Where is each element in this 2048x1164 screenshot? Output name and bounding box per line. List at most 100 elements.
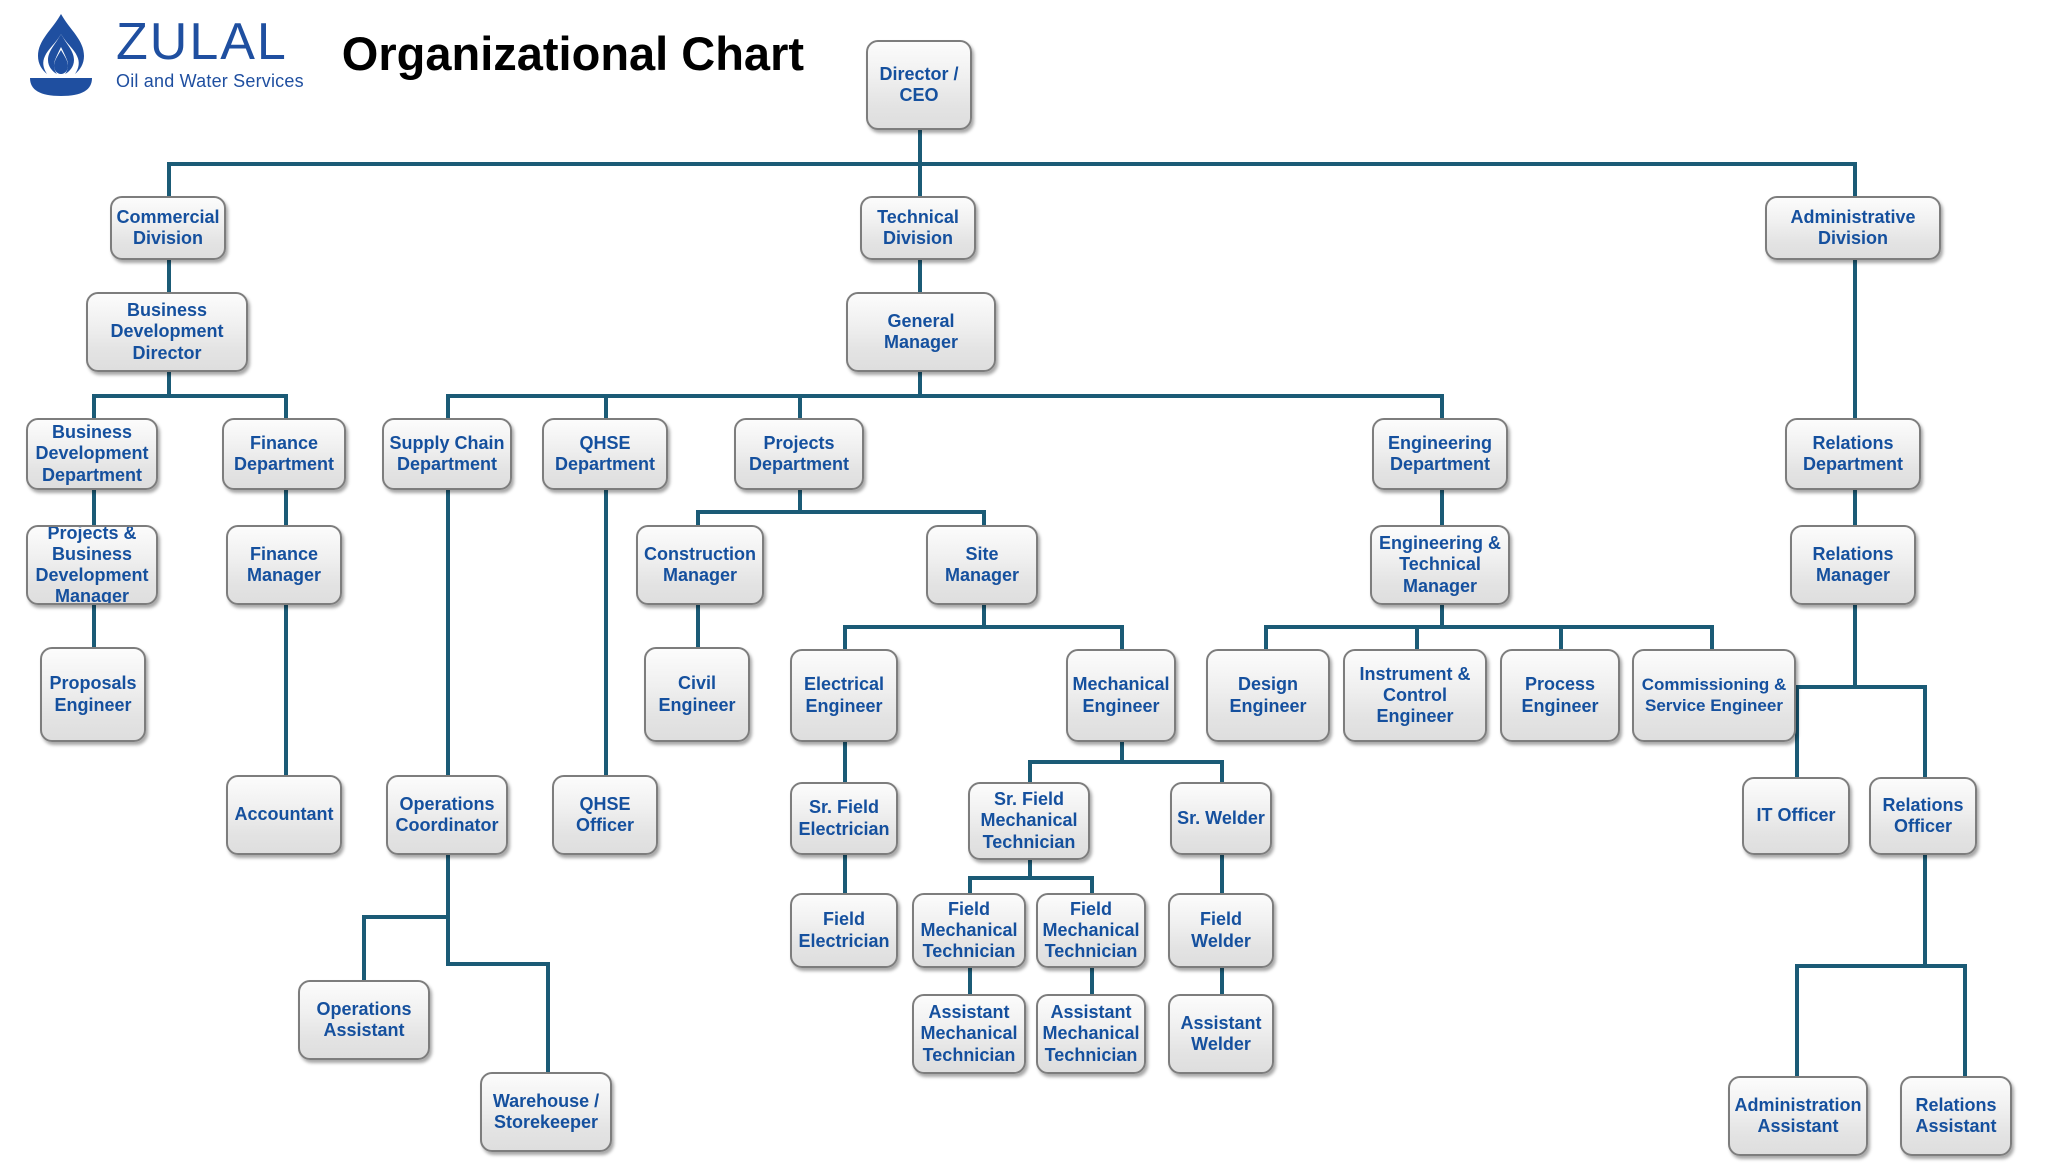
connector — [1963, 964, 1967, 1076]
node-field-electrician[interactable]: Field Electrician — [790, 893, 898, 968]
node-relations-officer[interactable]: Relations Officer — [1869, 777, 1977, 855]
node-process-engineer[interactable]: Process Engineer — [1500, 649, 1620, 742]
node-projects-business-development-manager[interactable]: Projects & Business Development Manager — [26, 525, 158, 605]
connector — [284, 605, 288, 775]
connector — [446, 394, 450, 418]
node-business-development-director[interactable]: Business Development Director — [86, 292, 248, 372]
connector — [92, 394, 288, 398]
connector — [446, 394, 1444, 398]
connector — [1220, 760, 1224, 782]
node-projects-department[interactable]: Projects Department — [734, 418, 864, 490]
node-relations-assistant[interactable]: Relations Assistant — [1900, 1076, 2012, 1156]
node-instrument-control-engineer[interactable]: Instrument & Control Engineer — [1343, 649, 1487, 742]
node-civil-engineer[interactable]: Civil Engineer — [644, 647, 750, 742]
connector — [968, 876, 972, 894]
connector — [1440, 490, 1444, 525]
connector — [1795, 685, 1927, 689]
node-relations-department[interactable]: Relations Department — [1785, 418, 1921, 490]
node-sr-field-electrician[interactable]: Sr. Field Electrician — [790, 782, 898, 855]
connector — [968, 876, 1092, 880]
connector — [843, 625, 1122, 629]
node-assistant-mechanical-technician-2[interactable]: Assistant Mechanical Technician — [1036, 994, 1146, 1074]
connector — [1415, 625, 1419, 649]
node-design-engineer[interactable]: Design Engineer — [1206, 649, 1330, 742]
node-relations-manager[interactable]: Relations Manager — [1790, 525, 1916, 605]
node-finance-department[interactable]: Finance Department — [222, 418, 346, 490]
connector — [167, 162, 1857, 166]
node-administrative-division[interactable]: Administrative Division — [1765, 196, 1941, 260]
connector — [446, 490, 450, 775]
connector — [1090, 968, 1094, 994]
connector — [696, 510, 700, 534]
connector — [604, 490, 608, 775]
connector — [1028, 760, 1032, 782]
connector — [918, 162, 922, 196]
node-it-officer[interactable]: IT Officer — [1742, 777, 1850, 855]
node-general-manager[interactable]: General Manager — [846, 292, 996, 372]
logo-company-name: ZULAL — [116, 13, 288, 71]
connector — [92, 490, 96, 525]
node-site-manager[interactable]: Site Manager — [926, 525, 1038, 605]
node-finance-manager[interactable]: Finance Manager — [226, 525, 342, 605]
connector — [546, 962, 550, 1092]
connector — [1440, 605, 1444, 627]
connector — [1923, 685, 1927, 777]
connector — [284, 490, 288, 525]
connector — [982, 605, 986, 627]
connector — [918, 260, 922, 292]
connector — [1853, 490, 1857, 525]
node-sr-field-mechanical-technician[interactable]: Sr. Field Mechanical Technician — [968, 782, 1090, 860]
node-sr-welder[interactable]: Sr. Welder — [1170, 782, 1272, 855]
connector — [918, 130, 922, 164]
connector — [1853, 605, 1857, 687]
node-construction-manager[interactable]: Construction Manager — [636, 525, 764, 605]
connector — [362, 915, 450, 919]
node-director-ceo[interactable]: Director / CEO — [866, 40, 972, 130]
node-electrical-engineer[interactable]: Electrical Engineer — [790, 649, 898, 742]
connector — [843, 625, 847, 649]
connector — [696, 510, 984, 514]
connector — [1264, 625, 1714, 629]
connector — [1853, 260, 1857, 418]
connector — [798, 490, 802, 512]
connector — [604, 394, 608, 418]
connector — [1264, 625, 1268, 649]
connector — [167, 372, 171, 396]
node-engineering-technical-manager[interactable]: Engineering & Technical Manager — [1370, 525, 1510, 605]
connector — [167, 260, 171, 292]
node-engineering-department[interactable]: Engineering Department — [1372, 418, 1508, 490]
connector — [982, 510, 986, 534]
connector — [696, 605, 700, 647]
node-proposals-engineer[interactable]: Proposals Engineer — [40, 647, 146, 742]
logo-tagline: Oil and Water Services — [116, 71, 304, 91]
connector — [1795, 964, 1967, 968]
connector — [1440, 394, 1444, 418]
connector — [362, 915, 366, 980]
connector — [843, 855, 847, 893]
node-qhse-officer[interactable]: QHSE Officer — [552, 775, 658, 855]
node-field-mechanical-technician-2[interactable]: Field Mechanical Technician — [1036, 893, 1146, 968]
node-warehouse-storekeeper[interactable]: Warehouse / Storekeeper — [480, 1072, 612, 1152]
node-commercial-division[interactable]: Commercial Division — [110, 196, 226, 260]
connector — [92, 605, 96, 647]
node-operations-coordinator[interactable]: Operations Coordinator — [386, 775, 508, 855]
page-title: Organizational Chart — [341, 26, 805, 80]
node-field-mechanical-technician-1[interactable]: Field Mechanical Technician — [912, 893, 1026, 968]
header: ZULAL Oil and Water Services Organizatio… — [22, 10, 804, 96]
node-qhse-department[interactable]: QHSE Department — [542, 418, 668, 490]
node-business-development-department[interactable]: Business Development Department — [26, 418, 158, 490]
connector — [1559, 625, 1563, 649]
node-supply-chain-department[interactable]: Supply Chain Department — [382, 418, 512, 490]
node-field-welder[interactable]: Field Welder — [1168, 893, 1274, 968]
node-commissioning-service-engineer[interactable]: Commissioning & Service Engineer — [1632, 649, 1796, 742]
node-administration-assistant[interactable]: Administration Assistant — [1728, 1076, 1868, 1156]
node-accountant[interactable]: Accountant — [226, 775, 342, 855]
node-operations-assistant[interactable]: Operations Assistant — [298, 980, 430, 1060]
connector — [167, 162, 171, 196]
node-assistant-welder[interactable]: Assistant Welder — [1168, 994, 1274, 1074]
node-technical-division[interactable]: Technical Division — [860, 196, 976, 260]
node-assistant-mechanical-technician-1[interactable]: Assistant Mechanical Technician — [912, 994, 1026, 1074]
node-mechanical-engineer[interactable]: Mechanical Engineer — [1066, 649, 1176, 742]
connector — [446, 855, 450, 917]
